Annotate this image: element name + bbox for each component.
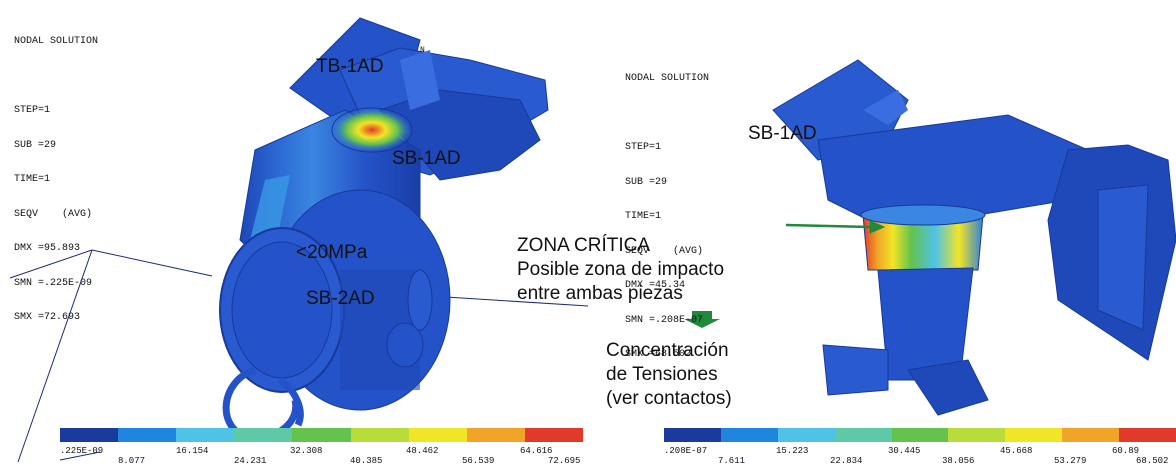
left-info-block: NODAL SOLUTION STEP=1 SUB =29 TIME=1 SEQ… bbox=[14, 13, 98, 347]
left-info-line: DMX =95.893 bbox=[14, 243, 81, 254]
left-info-line: SMX =72.693 bbox=[14, 312, 81, 323]
left-info-line: SUB =29 bbox=[14, 139, 57, 151]
legend-tick-label: .225E-09 bbox=[60, 446, 104, 456]
legend-swatch bbox=[891, 428, 949, 442]
legend-swatch bbox=[350, 428, 409, 442]
legend-swatch bbox=[1062, 428, 1120, 442]
legend-tick-label: 16.154 bbox=[176, 446, 209, 456]
legend-swatch bbox=[777, 428, 835, 442]
left-info-line: STEP=1 bbox=[14, 105, 51, 116]
wireframe-lines bbox=[9, 249, 588, 463]
zone-line: entre ambas piezas bbox=[517, 283, 683, 304]
right-info-line: STEP=1 bbox=[625, 142, 662, 153]
legend-swatch bbox=[834, 428, 892, 442]
right-column-part bbox=[822, 267, 989, 416]
right-info-line bbox=[625, 108, 709, 120]
critical-zone-annotation: ZONA CRÍTICA Posible zona de impacto ent… bbox=[517, 234, 724, 306]
legend-tick-label: 24.231 bbox=[234, 456, 267, 466]
conc-line: de Tensiones bbox=[606, 364, 718, 385]
legend-swatch bbox=[60, 428, 119, 442]
legend-tick-label: 32.308 bbox=[290, 446, 323, 456]
legend-tick-label: 40.385 bbox=[350, 456, 383, 466]
legend-tick-label: .208E-07 bbox=[664, 446, 708, 456]
critical-zone-arrow bbox=[785, 220, 886, 234]
legend-tick-label: 72.695 bbox=[548, 456, 581, 466]
conc-line: Concentración bbox=[606, 340, 729, 361]
left-info-line: SEQV (AVG) bbox=[14, 208, 93, 220]
zone-line: Posible zona de impacto bbox=[517, 259, 725, 280]
critical-ring bbox=[860, 204, 986, 271]
legend-tick-label: 45.668 bbox=[1000, 446, 1033, 456]
legend-swatch bbox=[466, 428, 525, 442]
legend-swatch bbox=[524, 428, 583, 442]
legend-swatch bbox=[1005, 428, 1063, 442]
right-info-line: SMX =68.502 bbox=[625, 349, 692, 360]
right-bracket-part bbox=[772, 59, 1176, 361]
legend-tick-label: 48.462 bbox=[406, 446, 439, 456]
legend-swatch bbox=[664, 428, 721, 442]
legend-tick-label: 15.223 bbox=[776, 446, 809, 456]
legend-swatch bbox=[176, 428, 235, 442]
legend-tick-label: 38.056 bbox=[942, 456, 975, 466]
legend-swatch bbox=[408, 428, 467, 442]
label-sb-2ad: SB-2AD bbox=[306, 288, 375, 309]
label-tb-1ad: TB-1AD bbox=[316, 56, 384, 77]
right-model-drawing bbox=[684, 59, 1176, 416]
left-model-drawing bbox=[9, 17, 588, 463]
right-info-line: SUB =29 bbox=[625, 176, 668, 188]
legend-swatch bbox=[234, 428, 293, 442]
right-info-line: NODAL SOLUTION bbox=[625, 73, 710, 84]
legend-tick-label: 56.539 bbox=[462, 456, 495, 466]
down-arrow bbox=[684, 311, 720, 328]
right-info-line: DMX =45.34 bbox=[625, 280, 686, 291]
left-info-line: NODAL SOLUTION bbox=[14, 36, 99, 47]
legend-tick-label: 64.616 bbox=[520, 446, 553, 456]
right-info-line: SEQV (AVG) bbox=[625, 245, 704, 257]
legend-swatch bbox=[292, 428, 351, 442]
zone-title: ZONA CRÍTICA bbox=[517, 235, 651, 256]
legend-swatch bbox=[1119, 428, 1176, 442]
stress-concentration-annotation: Concentración de Tensiones (ver contacto… bbox=[606, 339, 732, 411]
left-info-line: SMN =.225E-09 bbox=[14, 277, 93, 289]
right-model-panel: NODAL SOLUTION STEP=1 SUB =29 TIME=1 SEQ… bbox=[588, 0, 1176, 468]
left-info-line: TIME=1 bbox=[14, 174, 51, 185]
conc-line: (ver contactos) bbox=[606, 388, 732, 409]
partial-label: N bbox=[420, 46, 425, 55]
legend-swatch bbox=[118, 428, 177, 442]
legend-tick-label: 60.89 bbox=[1112, 446, 1140, 456]
left-model-panel: NODAL SOLUTION STEP=1 SUB =29 TIME=1 SEQ… bbox=[9, 13, 588, 466]
right-info-line: SMN =.208E-07 bbox=[625, 314, 704, 326]
legend-tick-label: 30.445 bbox=[888, 446, 921, 456]
label-stress: <20MPa bbox=[296, 242, 368, 263]
tb-1ad-part bbox=[289, 17, 549, 181]
legend-tick-label: 68.502 bbox=[1136, 456, 1169, 466]
left-color-legend bbox=[60, 428, 583, 442]
legend-swatch bbox=[720, 428, 778, 442]
left-info-line bbox=[14, 71, 98, 83]
right-info-line: TIME=1 bbox=[625, 211, 662, 222]
sb-2ad-part bbox=[219, 189, 451, 411]
right-color-legend bbox=[664, 428, 1176, 442]
legend-swatch bbox=[948, 428, 1006, 442]
legend-tick-label: 8.077 bbox=[118, 456, 146, 466]
legend-tick-label: 53.279 bbox=[1054, 456, 1087, 466]
label-sb-1ad-left: SB-1AD bbox=[392, 148, 461, 169]
legend-tick-label: 22.834 bbox=[830, 456, 863, 466]
right-info-block: NODAL SOLUTION STEP=1 SUB =29 TIME=1 SEQ… bbox=[625, 50, 709, 384]
label-sb-1ad-right: SB-1AD bbox=[748, 123, 817, 144]
legend-tick-label: 7.611 bbox=[718, 456, 746, 466]
